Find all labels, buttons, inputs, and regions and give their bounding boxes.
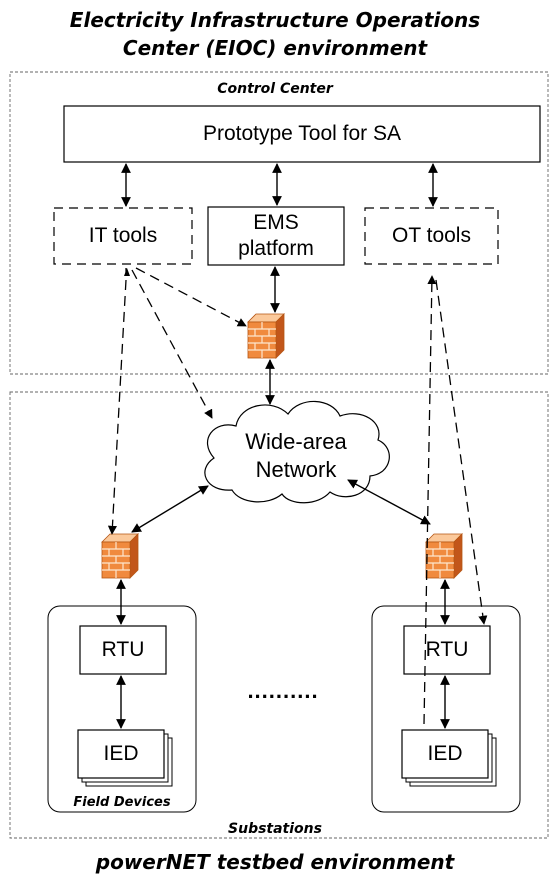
wan-label-line-1: Wide-area [245, 429, 347, 454]
ot-tools-label: OT tools [392, 224, 471, 247]
firewall-ems-icon [247, 313, 285, 359]
rtu-left-box [79, 625, 167, 675]
dashed-arrow-ot-rtu-right [435, 279, 488, 625]
ied-left-label: IED [103, 742, 139, 765]
rtu-right-label: RTU [425, 638, 469, 661]
prototype-tool-box [63, 105, 541, 163]
firewall-left-icon [101, 533, 139, 579]
ied-right-label: IED [427, 742, 463, 765]
wan-label-line-2: Network [255, 457, 337, 482]
it-tools-label: IT tools [88, 224, 158, 247]
field-devices-label: Field Devices [73, 795, 171, 810]
arrow-wan-firewall-left [131, 485, 209, 533]
dashed-arrow-it-wan [131, 269, 213, 419]
control-center-label: Control Center [217, 81, 333, 97]
substations-label: Substations [228, 821, 322, 837]
firewall-right-icon [425, 533, 463, 579]
top-title-line-2: Center (EIOC) environment [122, 36, 428, 60]
ems-platform-label-line-1: EMS [253, 211, 299, 234]
ot-tools-box [364, 207, 499, 265]
dashed-arrow-it-firewall [135, 267, 247, 327]
ems-platform-box [207, 206, 345, 266]
more-substations-ellipsis: .......... [247, 678, 319, 703]
wan-label: Wide-area Network [210, 428, 382, 484]
substations-region [9, 391, 549, 839]
ied-left-box [77, 729, 165, 779]
rtu-left-label: RTU [101, 638, 145, 661]
ied-right-box [401, 729, 489, 779]
it-tools-box [53, 207, 193, 265]
wide-area-network-cloud [204, 400, 390, 504]
bottom-title: powerNET testbed environment [95, 850, 455, 874]
arrow-wan-firewall-right [347, 479, 431, 525]
dashed-arrow-ied-ot [423, 275, 437, 725]
dashed-arrow-it-firewall-left [107, 279, 127, 535]
ems-platform-label: EMS platform [208, 210, 344, 262]
ems-platform-label-line-2: platform [238, 237, 314, 260]
top-title-line-1: Electricity Infrastructure Operations [69, 8, 481, 32]
prototype-tool-label: Prototype Tool for SA [202, 122, 402, 145]
rtu-right-box [403, 625, 491, 675]
top-title: Electricity Infrastructure Operations Ce… [0, 6, 550, 62]
